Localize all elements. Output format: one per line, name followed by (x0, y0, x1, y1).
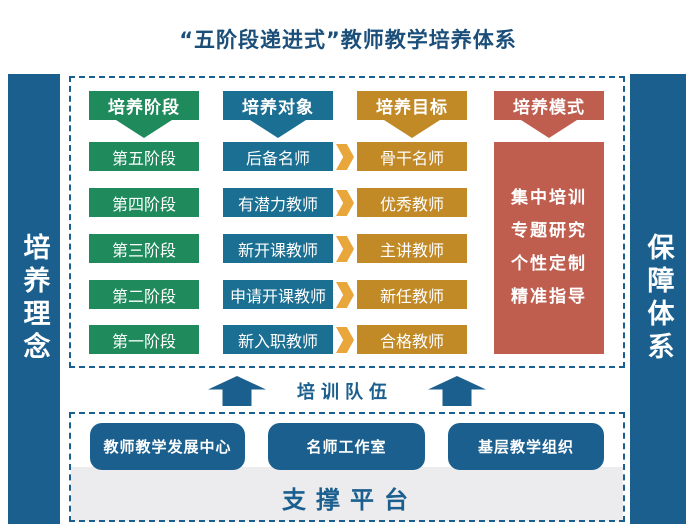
mode-item: 个性定制 (511, 254, 587, 274)
goal-item: 主讲教师 (357, 234, 467, 263)
goal-item: 合格教师 (357, 325, 467, 354)
diagram-title: “五阶段递进式”教师教学培养体系 (179, 28, 517, 52)
chevron-right-icon (336, 144, 354, 170)
stage-item: 第三阶段 (89, 234, 199, 263)
target-item: 有潜力教师 (223, 188, 333, 217)
mode-box: 集中培训 专题研究 个性定制 精准指导 (494, 142, 604, 354)
header-mode: 培养模式 (494, 91, 604, 120)
stage-item: 第一阶段 (89, 325, 199, 354)
stage-item: 第二阶段 (89, 280, 199, 309)
team-label: 培训队伍 (297, 382, 393, 403)
target-item: 新入职教师 (223, 325, 333, 354)
mode-item: 精准指导 (511, 287, 587, 307)
goal-item: 新任教师 (357, 280, 467, 309)
arrow-down-icon (521, 120, 577, 138)
platform-item: 基层教学组织 (448, 423, 604, 470)
arrow-up-icon (208, 376, 266, 406)
goal-item: 骨干名师 (357, 142, 467, 171)
goal-item: 优秀教师 (357, 188, 467, 217)
arrow-up-icon (428, 376, 486, 406)
training-framework-box (69, 76, 625, 368)
target-item: 申请开课教师 (223, 280, 333, 309)
stage-item: 第五阶段 (89, 142, 199, 171)
arrow-down-icon (250, 120, 306, 138)
chevron-right-icon (336, 236, 354, 262)
platform-item: 名师工作室 (268, 423, 425, 470)
platform-label: 支撑平台 (282, 486, 418, 514)
platform-box (69, 412, 625, 522)
platform-band (71, 467, 623, 521)
platform-item: 教师教学发展中心 (90, 423, 245, 470)
arrow-down-icon (116, 120, 172, 138)
mode-item: 集中培训 (511, 188, 587, 208)
chevron-right-icon (336, 282, 354, 308)
target-item: 后备名师 (223, 142, 333, 171)
stage-item: 第四阶段 (89, 188, 199, 217)
left-sidebar-philosophy: 培养理念 (8, 74, 60, 524)
header-target: 培养对象 (223, 91, 333, 120)
target-item: 新开课教师 (223, 234, 333, 263)
header-goal: 培养目标 (357, 91, 467, 120)
mode-item: 专题研究 (511, 221, 587, 241)
right-sidebar-guarantee: 保障体系 (630, 74, 686, 524)
arrow-down-icon (384, 120, 440, 138)
header-stage: 培养阶段 (89, 91, 199, 120)
chevron-right-icon (336, 190, 354, 216)
chevron-right-icon (336, 327, 354, 353)
